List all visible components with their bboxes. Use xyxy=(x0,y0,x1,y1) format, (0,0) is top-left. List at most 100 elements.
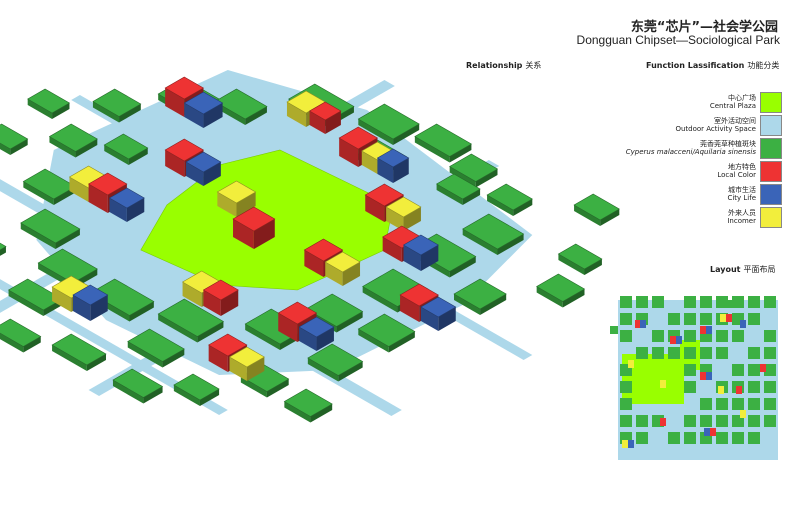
planting-patch-side xyxy=(436,184,463,205)
planting-patch-side xyxy=(462,189,481,205)
function-block-blue-side xyxy=(203,103,223,128)
plan-function-cell-red xyxy=(660,418,666,426)
planting-patch-side xyxy=(600,209,620,226)
plan-function-cell-red xyxy=(726,314,732,322)
function-block-red-side xyxy=(278,313,298,342)
legend-swatch xyxy=(760,207,782,228)
planting-patch xyxy=(557,243,603,270)
function-block-yellow-side xyxy=(361,151,378,174)
function-block-yellow-side xyxy=(246,357,265,381)
planting-patch-side xyxy=(143,386,163,404)
function-block-blue-side xyxy=(438,307,456,331)
function-block-blue xyxy=(402,234,439,256)
planting-patch xyxy=(7,278,64,311)
function-block-blue-side xyxy=(109,198,127,222)
function-block-red xyxy=(364,183,405,207)
function-block-red xyxy=(399,283,439,307)
plan-function-cell-blue xyxy=(640,320,646,328)
function-block-blue-side xyxy=(420,245,439,271)
plan-planting-cell xyxy=(732,296,744,308)
planting-patch-side xyxy=(454,294,481,315)
planting-patch-side xyxy=(92,101,120,123)
planting-patch-side xyxy=(307,358,339,382)
planting-patch-side xyxy=(75,139,98,158)
planting-patch-side xyxy=(52,103,70,119)
plan-planting-cell xyxy=(700,398,712,410)
function-block-yellow xyxy=(385,196,422,218)
plan-planting-cell xyxy=(700,313,712,325)
planting-patch-side xyxy=(197,321,224,343)
function-block-red-side xyxy=(165,150,185,177)
planting-patch-side xyxy=(20,223,56,249)
plan-planting-cell xyxy=(732,398,744,410)
planting-patch-side xyxy=(199,389,220,406)
plan-function-cell-red xyxy=(760,364,766,372)
plan-function-cell-yellow xyxy=(622,440,628,448)
function-block-red-side xyxy=(165,88,185,117)
planting-patch xyxy=(89,278,155,316)
planting-patch-side xyxy=(497,234,524,255)
planting-patch xyxy=(22,168,77,200)
plan-function-cell-red xyxy=(700,372,706,380)
legend-swatch xyxy=(760,161,782,182)
plan-planting-cell xyxy=(748,364,760,376)
function-block-blue-side xyxy=(393,158,409,183)
planting-patch xyxy=(449,153,499,182)
function-block-blue xyxy=(72,284,109,306)
planting-patch-side xyxy=(536,286,563,308)
planting-patch xyxy=(92,88,142,117)
plan-planting-cell xyxy=(764,415,776,427)
plan-planting-cell xyxy=(636,432,648,444)
plan-function-cell-red xyxy=(710,428,716,436)
planting-patch-side xyxy=(10,139,28,155)
planting-patch-side xyxy=(284,401,311,423)
planting-patch xyxy=(0,318,42,347)
planting-patch xyxy=(536,273,586,302)
planting-patch-side xyxy=(162,349,185,368)
planting-patch-side xyxy=(8,290,44,316)
planting-patch xyxy=(453,278,507,310)
planting-patch xyxy=(307,343,364,376)
function-block-red xyxy=(277,301,318,325)
planting-patch xyxy=(305,293,364,327)
plan-planting-cell xyxy=(652,296,664,308)
plan-planting-cell xyxy=(636,296,648,308)
planting-patch-side xyxy=(449,256,476,278)
legend-swatch xyxy=(760,184,782,205)
plan-planting-cell xyxy=(684,330,696,342)
function-block-blue xyxy=(108,187,145,209)
plan-planting-cell xyxy=(716,415,728,427)
plan-planting-cell xyxy=(620,330,632,342)
function-block-red xyxy=(164,138,205,162)
function-block-blue-side xyxy=(403,245,421,271)
function-block-red-side xyxy=(233,219,254,249)
function-block-yellow xyxy=(216,180,257,204)
function-block-blue-side xyxy=(90,295,108,321)
plan-planting-cell xyxy=(684,381,696,393)
plan-planting-cell xyxy=(748,432,760,444)
function-block-yellow-side xyxy=(286,102,307,127)
plan-planting-cell xyxy=(764,398,776,410)
function-block-blue xyxy=(376,148,410,168)
relationship-heading-en: Relationship xyxy=(466,61,523,70)
planting-patch xyxy=(173,373,220,401)
planting-patch xyxy=(573,193,620,221)
plan-planting-cell xyxy=(748,398,760,410)
function-block-blue xyxy=(298,316,335,338)
plan-function-cell-blue xyxy=(706,372,712,380)
legend-swatch xyxy=(760,92,782,113)
function-block-yellow xyxy=(324,251,361,273)
function-block-blue-side xyxy=(299,327,317,351)
plan-planting-cell xyxy=(748,347,760,359)
plan-planting-cell xyxy=(724,300,732,308)
plan-planting-cell xyxy=(636,415,648,427)
plan-planting-cell xyxy=(700,296,712,308)
planting-patch-side xyxy=(338,361,363,382)
